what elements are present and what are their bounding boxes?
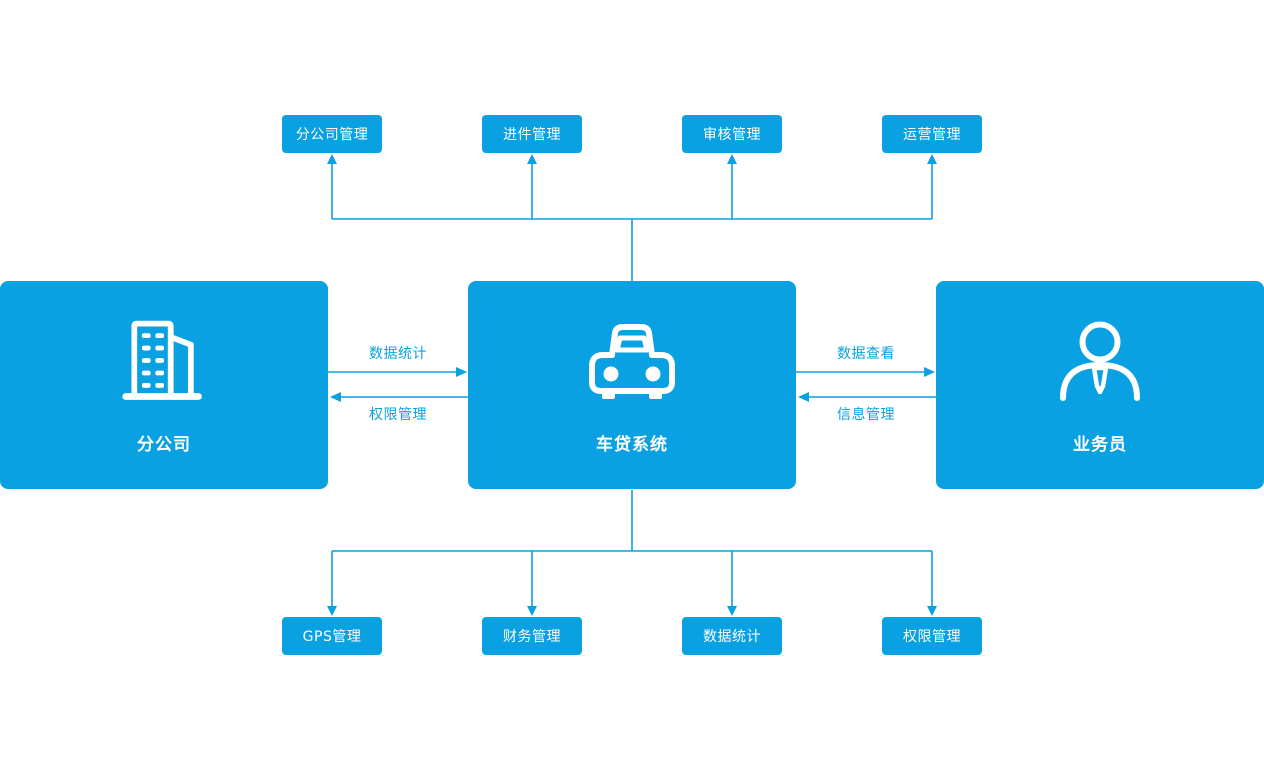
node-salesperson: 业务员 bbox=[936, 281, 1264, 489]
node-data-statistics: 数据统计 bbox=[682, 617, 782, 655]
node-label: 业务员 bbox=[1073, 434, 1127, 455]
node-gps-management: GPS管理 bbox=[282, 617, 382, 655]
left-center-arrows bbox=[328, 367, 468, 402]
edge-label-data-viewing: 数据查看 bbox=[837, 346, 895, 362]
node-branch-company: 分公司 bbox=[0, 281, 328, 489]
node-label: 分公司 bbox=[137, 434, 191, 455]
node-permission-management: 权限管理 bbox=[882, 617, 982, 655]
building-icon bbox=[118, 316, 210, 406]
center-right-arrows bbox=[796, 367, 936, 402]
node-audit-management: 审核管理 bbox=[682, 115, 782, 153]
node-car-loan-system: 车贷系统 bbox=[468, 281, 796, 489]
car-icon bbox=[582, 316, 682, 406]
node-finance-management: 财务管理 bbox=[482, 617, 582, 655]
edge-label-data-statistics: 数据统计 bbox=[369, 346, 427, 362]
person-icon bbox=[1050, 316, 1150, 406]
node-operations-management: 运营管理 bbox=[882, 115, 982, 153]
edge-label-permission-management: 权限管理 bbox=[369, 407, 427, 423]
top-connector-tree bbox=[327, 154, 937, 281]
node-branch-management: 分公司管理 bbox=[282, 115, 382, 153]
node-intake-management: 进件管理 bbox=[482, 115, 582, 153]
node-label: 车贷系统 bbox=[596, 434, 668, 455]
edge-label-info-management: 信息管理 bbox=[837, 407, 895, 423]
bottom-connector-tree bbox=[327, 490, 937, 616]
